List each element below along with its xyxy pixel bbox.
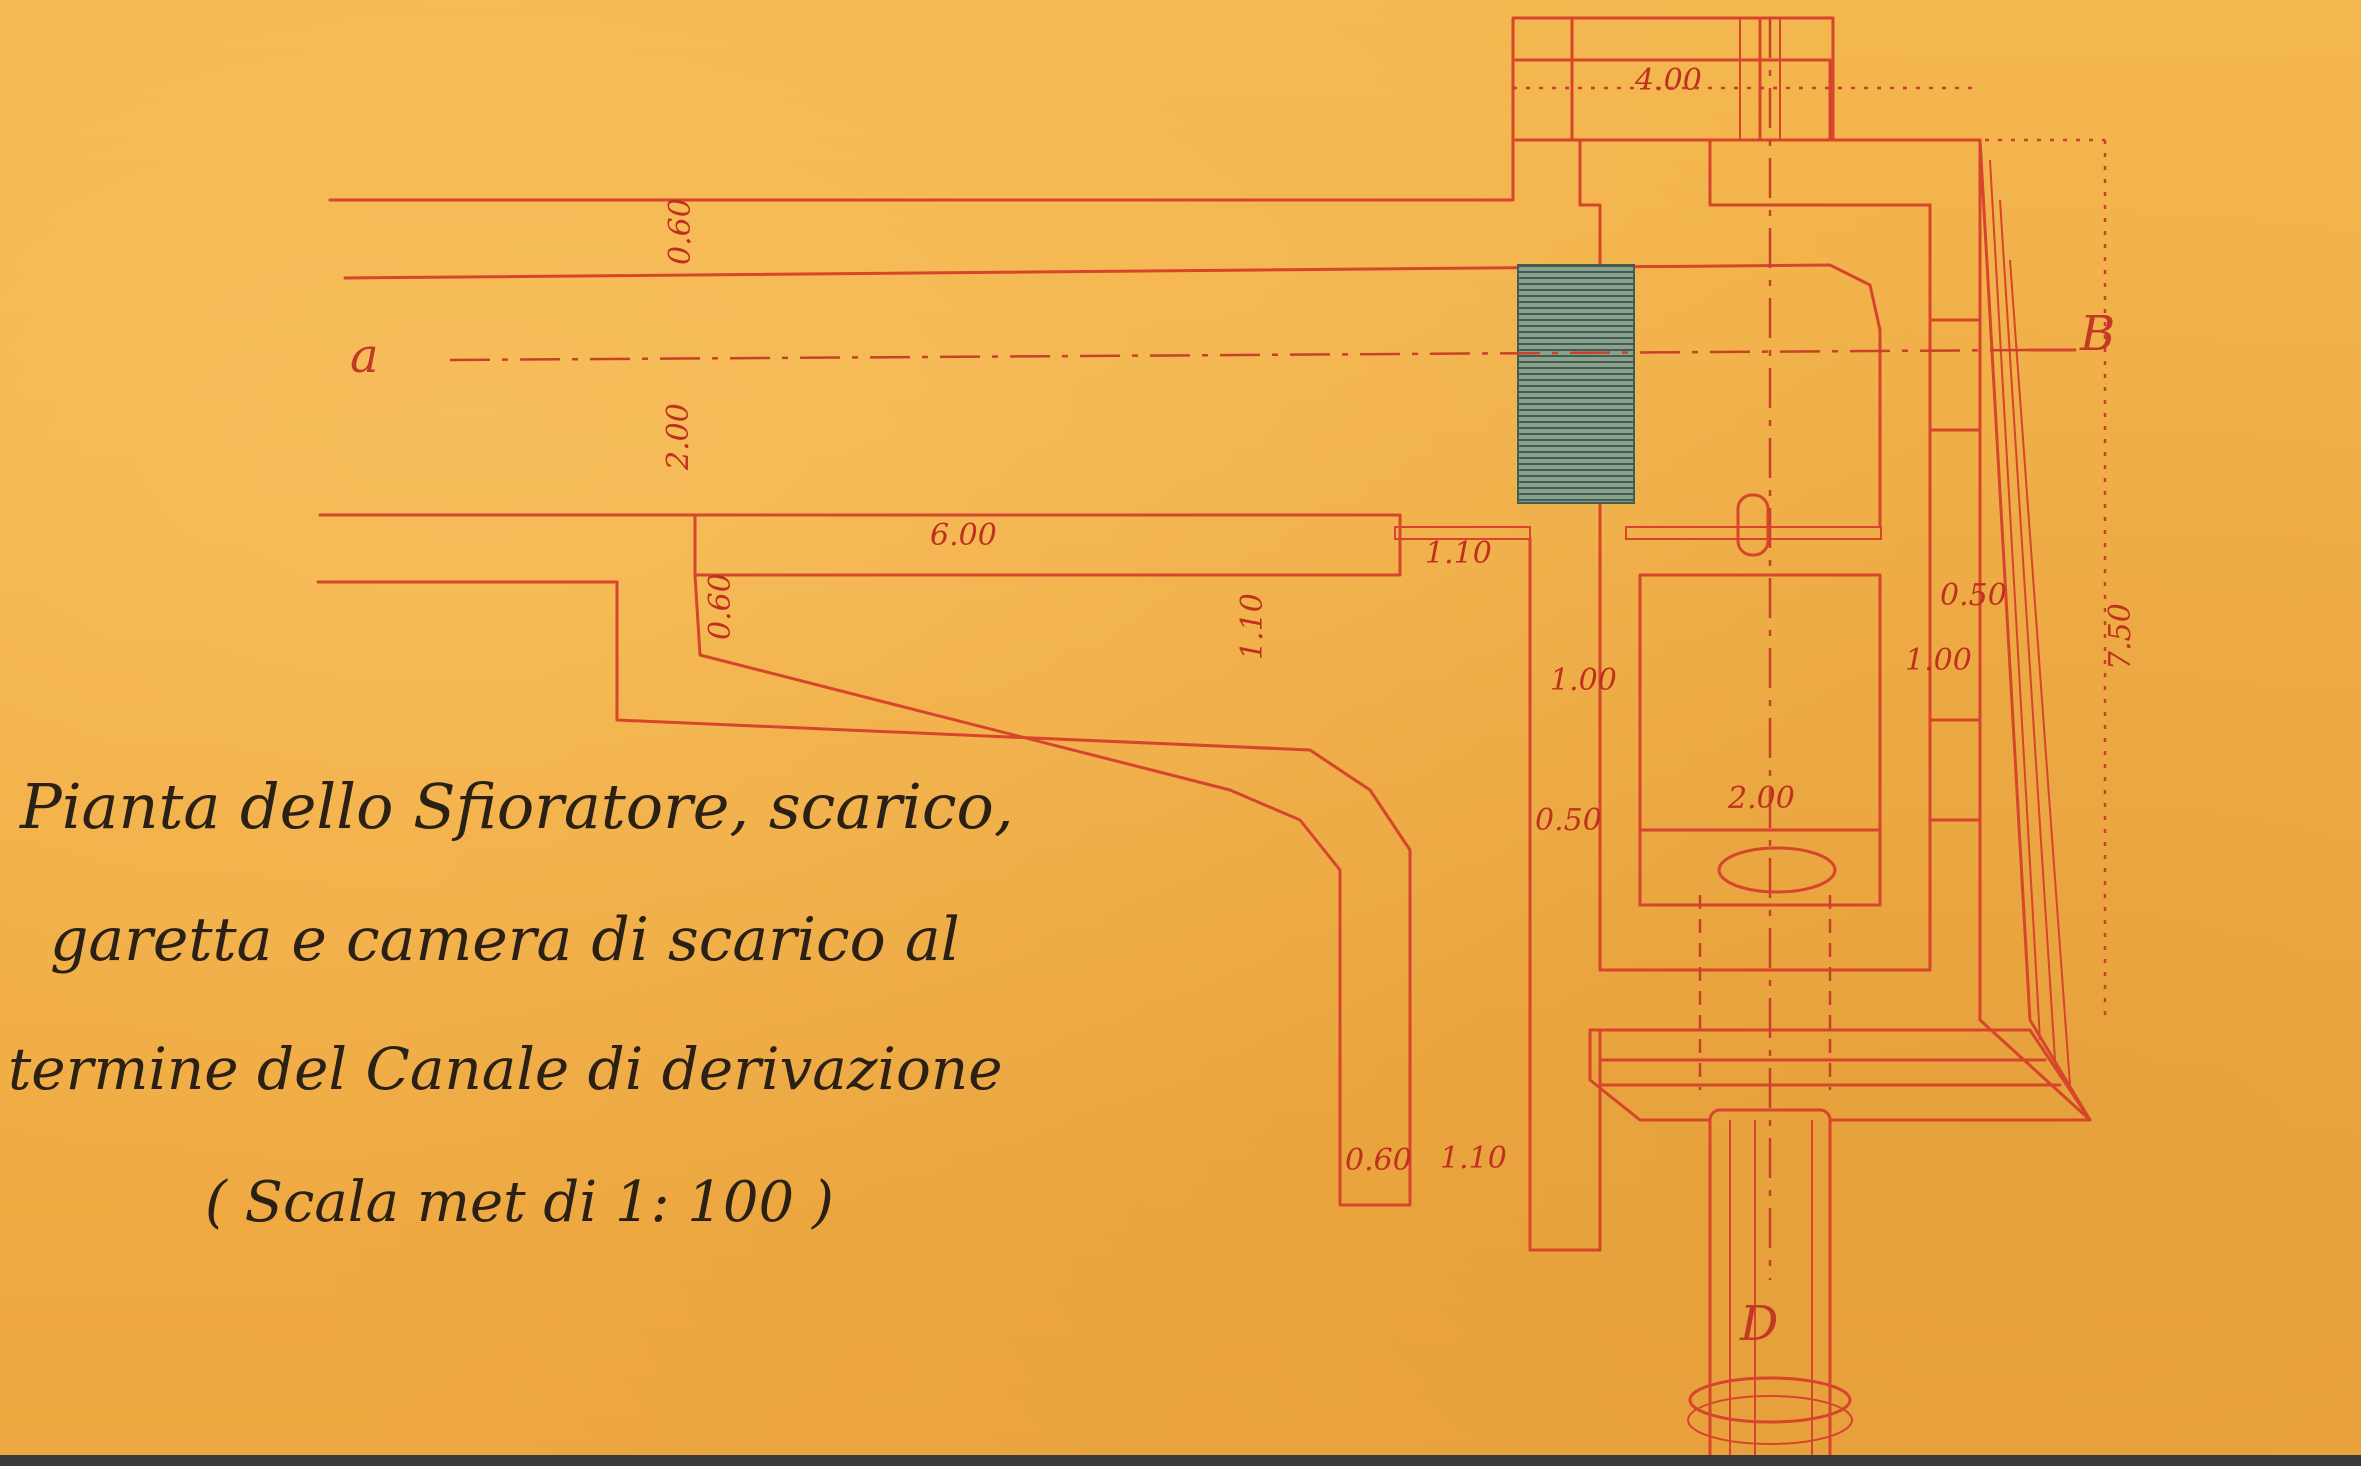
outlet-structure bbox=[1588, 1028, 2092, 1466]
dim-right-wall: 0.50 bbox=[1940, 578, 2007, 613]
section-label-b: B bbox=[2079, 306, 2115, 362]
dim-chamber-wall: 0.50 bbox=[1535, 803, 1602, 838]
caption-line-4: ( Scala met di 1: 100 ) bbox=[205, 1170, 834, 1235]
gate-bar bbox=[1394, 493, 1882, 557]
dim-channel-width: 2.00 bbox=[661, 403, 696, 471]
section-line-ab bbox=[449, 348, 2031, 362]
dim-inner-left: 1.00 bbox=[1550, 663, 1617, 698]
dim-total-height: 7.50 bbox=[2103, 603, 2138, 670]
sloped-side-wall bbox=[1928, 138, 2107, 1122]
dim-spillway-length: 6.00 bbox=[930, 518, 997, 553]
main-channel bbox=[316, 58, 1882, 1207]
section-label-d: D bbox=[1739, 1296, 1778, 1352]
dim-channel-wall: 0.60 bbox=[663, 198, 698, 265]
dim-chamber-width: 2.00 bbox=[1727, 781, 1795, 816]
dim-outlet-width: 1.10 bbox=[1440, 1141, 1507, 1176]
top-gate-structure bbox=[1511, 16, 1982, 1022]
caption-line-2: garetta e camera di scarico al bbox=[50, 905, 960, 975]
dim-lower-wall: 0.60 bbox=[703, 573, 738, 640]
inner-chamber bbox=[1528, 537, 1882, 1252]
dim-inner-right: 1.00 bbox=[1905, 643, 1972, 678]
scan-edge bbox=[0, 1455, 2361, 1466]
spillway-hatch bbox=[1517, 264, 1635, 504]
dim-top-width: 4.00 bbox=[1634, 63, 1702, 98]
dim-outlet-wall: 0.60 bbox=[1345, 1143, 1412, 1178]
section-label-a: a bbox=[350, 328, 379, 384]
caption-line-3: termine del Canale di derivazione bbox=[8, 1035, 1003, 1103]
dim-gate-width: 1.10 bbox=[1425, 536, 1492, 571]
dim-lower-channel: 1.10 bbox=[1235, 593, 1270, 660]
caption-line-1: Pianta dello Sfioratore, scarico, bbox=[20, 770, 1014, 843]
